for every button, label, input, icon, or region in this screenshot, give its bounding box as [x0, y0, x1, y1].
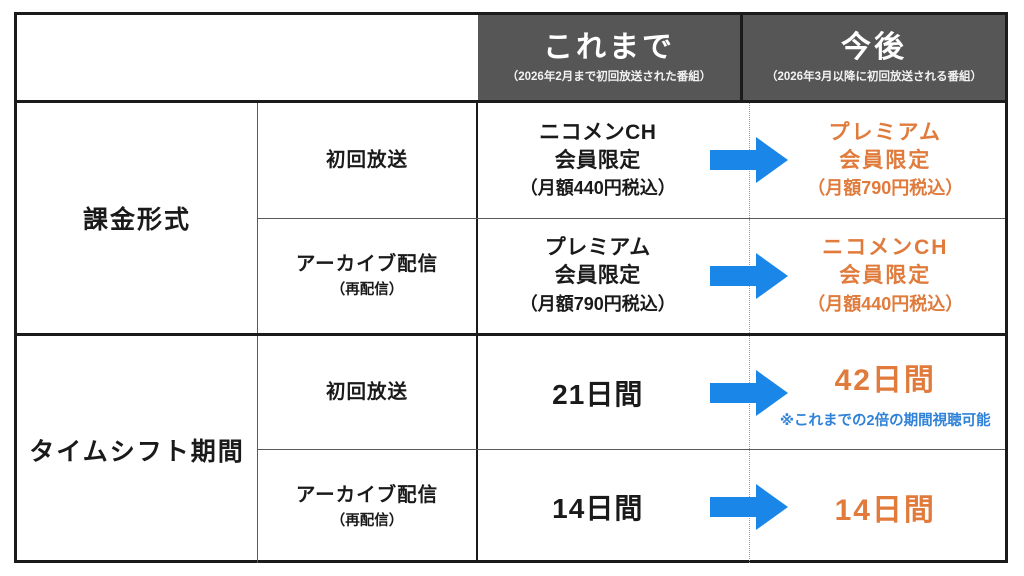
future-duration-value: 42日間: [834, 364, 936, 397]
header-corner-blank-cell: [17, 15, 478, 100]
future-duration-note: ※これまでの2倍の期間視聴可能: [779, 413, 991, 429]
value-cell-future: ニコメンCH 会員限定 （月額440円税込）: [742, 219, 1006, 334]
value-cell-future: プレミアム 会員限定 （月額790円税込）: [742, 103, 1006, 218]
table-row: アーカイブ配信 （再配信） プレミアム 会員限定 （月額790円税込）: [258, 217, 1006, 334]
table-row: アーカイブ配信 （再配信） 14日間: [258, 449, 1005, 563]
future-duration-value: 14日間: [834, 493, 936, 527]
table-body: 課金形式 初回放送 ニコメンCH 会員限定 （月額4: [17, 103, 1005, 563]
category-cell-timeshift: タイムシフト期間: [17, 336, 258, 563]
category-label-billing: 課金形式: [82, 206, 191, 234]
future-plan-line1: プレミアム: [828, 120, 943, 144]
header-cell-past: これまで （2026年2月まで初回放送された番組）: [478, 15, 743, 100]
past-plan-line2: 会員限定: [554, 148, 641, 172]
future-plan-line1: ニコメンCH: [822, 236, 949, 260]
right-arrow-icon: [710, 137, 788, 184]
subrow-label: アーカイブ配信: [295, 483, 439, 506]
past-plan-line1: ニコメンCH: [539, 120, 657, 144]
subrow-label: 初回放送: [325, 149, 408, 172]
table-row: 初回放送 21日間: [258, 336, 1005, 449]
subrow-label-cell: 初回放送: [258, 103, 478, 218]
past-duration-value: 21日間: [552, 378, 644, 410]
future-plan-price: （月額440円税込）: [807, 293, 964, 314]
category-cell-billing: 課金形式: [17, 103, 258, 333]
timeshift-rows: 初回放送 21日間: [258, 336, 1005, 563]
past-plan-price: （月額440円税込）: [519, 178, 676, 199]
right-arrow-icon: [710, 483, 788, 530]
table-section-billing: 課金形式 初回放送 ニコメンCH 会員限定 （月額4: [17, 103, 1005, 333]
value-area: 14日間 14日間: [478, 450, 1005, 563]
future-plan-line2: 会員限定: [839, 264, 932, 288]
past-plan-price: （月額790円税込）: [519, 293, 676, 314]
subrow-label: 初回放送: [325, 381, 408, 404]
header-future-subtitle: （2026年3月以降に初回放送される番組）: [766, 70, 982, 83]
header-cell-future: 今後 （2026年3月以降に初回放送される番組）: [743, 15, 1005, 100]
billing-rows: 初回放送 ニコメンCH 会員限定 （月額440円税込）: [258, 103, 1005, 333]
table-row: 初回放送 ニコメンCH 会員限定 （月額440円税込）: [258, 103, 1005, 218]
table-section-timeshift: タイムシフト期間 初回放送 21日間: [17, 333, 1005, 563]
subrow-sublabel: （再配信）: [330, 513, 404, 530]
subrow-label: アーカイブ配信: [295, 253, 439, 276]
subrow-label-cell: 初回放送: [258, 336, 478, 449]
header-past-subtitle: （2026年2月まで初回放送された番組）: [506, 70, 712, 83]
value-cell-future: 42日間 ※これまでの2倍の期間視聴可能: [742, 336, 1006, 449]
right-arrow-icon: [710, 252, 788, 299]
value-area: プレミアム 会員限定 （月額790円税込） ニコメンCH: [478, 218, 1006, 334]
value-cell-past: 14日間: [478, 450, 742, 563]
header-past-title: これまで: [543, 31, 675, 65]
right-arrow-icon: [710, 369, 788, 416]
value-cell-past: 21日間: [478, 336, 742, 449]
category-label-timeshift: タイムシフト期間: [29, 437, 245, 466]
past-plan-line2: 会員限定: [554, 264, 641, 288]
value-area: 21日間 42日間 ※これまでの2倍の期間視聴可能: [478, 336, 1005, 449]
value-cell-past: プレミアム 会員限定 （月額790円税込）: [478, 219, 742, 334]
value-cell-past: ニコメンCH 会員限定 （月額440円税込）: [478, 103, 742, 218]
future-plan-line2: 会員限定: [839, 148, 932, 172]
past-duration-value: 14日間: [552, 492, 644, 524]
table-header-row: これまで （2026年2月まで初回放送された番組） 今後 （2026年3月以降に…: [17, 15, 1005, 103]
header-future-title: 今後: [841, 31, 907, 65]
future-plan-price: （月額790円税込）: [807, 178, 964, 199]
comparison-table: これまで （2026年2月まで初回放送された番組） 今後 （2026年3月以降に…: [14, 12, 1008, 563]
subrow-label-cell: アーカイブ配信 （再配信）: [258, 218, 478, 333]
past-plan-line1: プレミアム: [544, 236, 651, 260]
value-area: ニコメンCH 会員限定 （月額440円税込） プレミアム: [478, 103, 1005, 218]
value-cell-future: 14日間: [742, 450, 1006, 563]
subrow-label-cell: アーカイブ配信 （再配信）: [258, 450, 478, 563]
subrow-sublabel: （再配信）: [330, 282, 404, 299]
